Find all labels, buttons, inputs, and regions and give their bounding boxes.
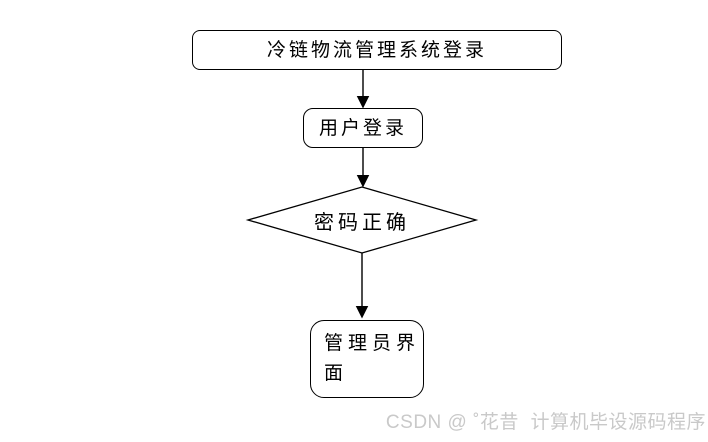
node-user-login-label: 用户登录 [318,117,407,139]
decision-password-correct: 密码正确 [248,187,476,253]
node-admin-interface-label-line1: 管理员界 [324,333,421,354]
node-admin-interface: 管理员界 面 [310,320,424,398]
node-admin-interface-label-line2: 面 [324,363,349,384]
csdn-watermark: CSDN @ ˚花昔 计算机毕设源码程序 [385,412,706,433]
node-system-login-label: 冷链物流管理系统登录 [266,39,487,61]
decision-password-correct-label: 密码正确 [314,211,410,234]
node-user-login: 用户登录 [303,108,423,148]
node-system-login: 冷链物流管理系统登录 [192,30,562,70]
